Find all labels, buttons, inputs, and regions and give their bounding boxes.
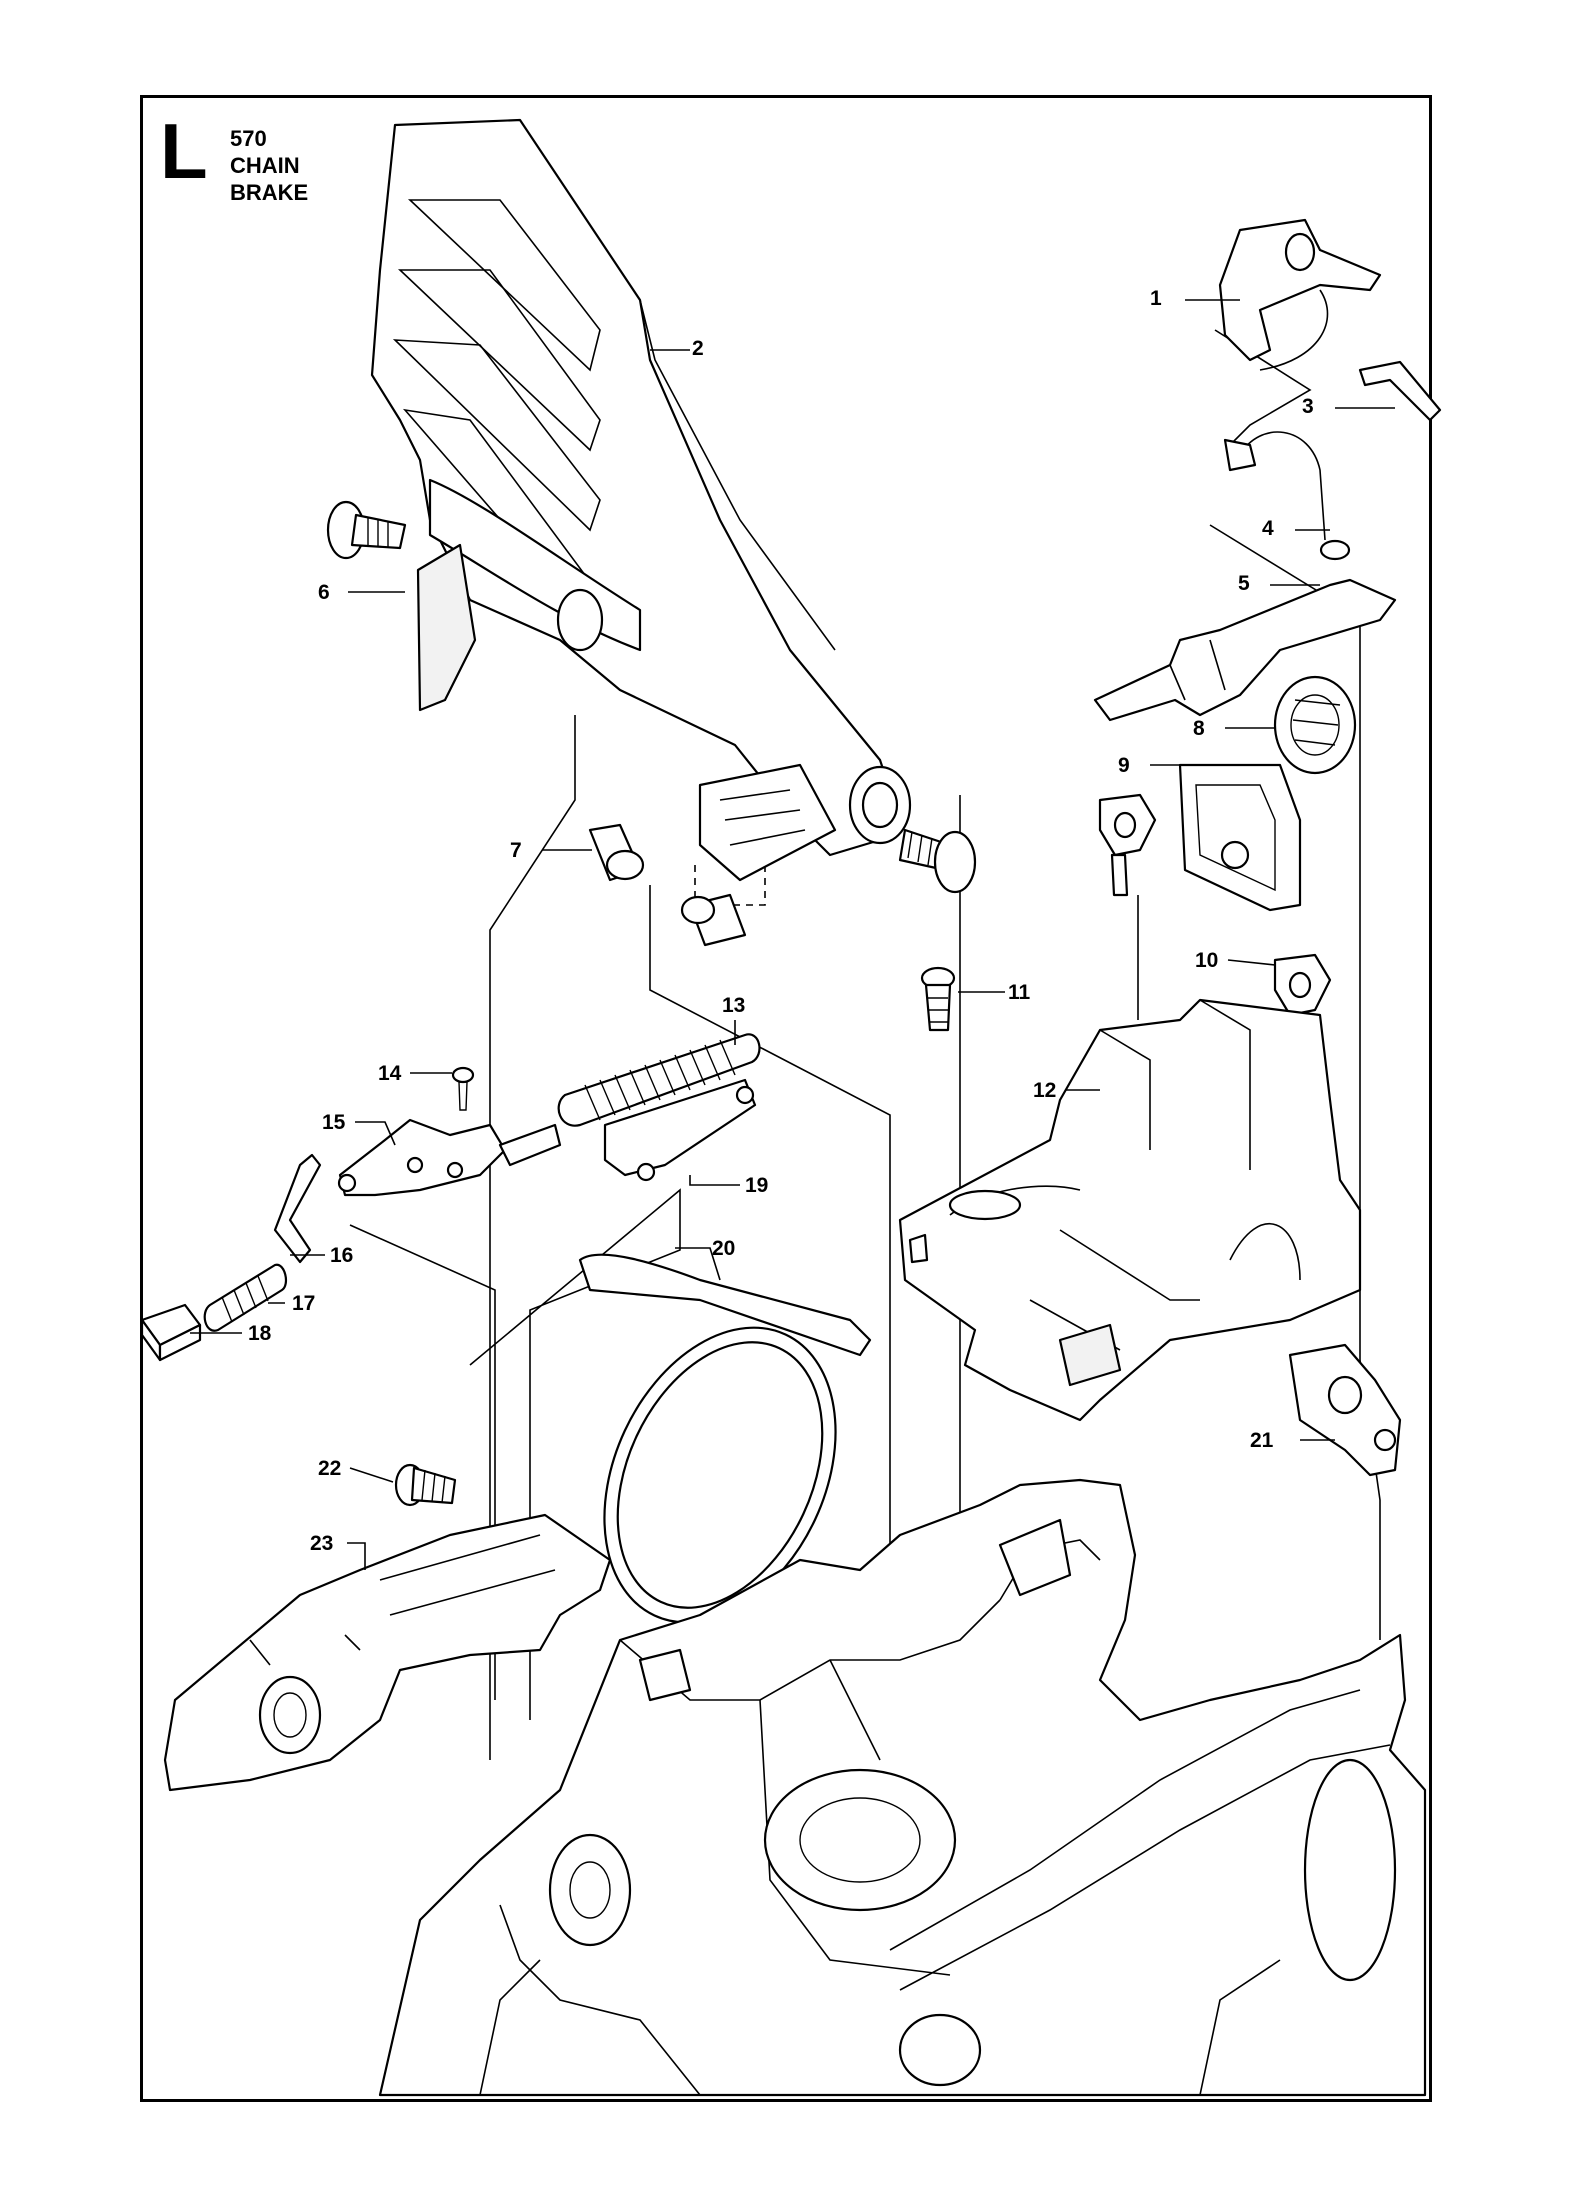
callout-17: 17 xyxy=(292,1292,316,1315)
grommet-left-part xyxy=(1098,793,1157,897)
callout-18: 18 xyxy=(248,1322,272,1345)
screw-14-part xyxy=(451,1066,475,1111)
callout-1: 1 xyxy=(1150,287,1162,310)
callout-10: 10 xyxy=(1195,949,1219,972)
leader-lines xyxy=(190,299,1395,1570)
callout-11: 11 xyxy=(1008,981,1031,1004)
clutch-cover-part xyxy=(163,1513,612,1792)
brake-band-part xyxy=(578,1253,872,1624)
spring-13-part xyxy=(557,1033,761,1127)
bracket-9-part xyxy=(1178,763,1302,912)
callout-14: 14 xyxy=(378,1062,402,1085)
callout-4: 4 xyxy=(1262,517,1274,540)
screw-right-part xyxy=(898,828,977,894)
callout-23: 23 xyxy=(310,1532,334,1555)
screw-6-part xyxy=(326,500,407,560)
spring-housing-part xyxy=(1273,675,1357,775)
callout-8: 8 xyxy=(1193,717,1205,740)
section-title-line-2: BRAKE xyxy=(230,180,309,205)
section-title-line-1: CHAIN xyxy=(230,153,300,178)
grommet-21-part xyxy=(1288,1343,1402,1477)
callout-22: 22 xyxy=(318,1457,342,1480)
spring-17-part xyxy=(203,1263,288,1332)
callout-6: 6 xyxy=(318,581,330,604)
crankcase-body-part xyxy=(378,1478,1427,2097)
bushing-7-part xyxy=(588,823,747,947)
callout-7: 7 xyxy=(510,839,522,862)
callout-3: 3 xyxy=(1302,395,1314,418)
callout-5: 5 xyxy=(1238,572,1250,595)
bolt-22-part xyxy=(394,1463,457,1507)
callout-12: 12 xyxy=(1033,1079,1057,1102)
hand-guard-part xyxy=(370,118,912,882)
callout-16: 16 xyxy=(330,1244,354,1267)
callout-20: 20 xyxy=(712,1237,736,1260)
callout-21: 21 xyxy=(1250,1429,1274,1452)
callout-9: 9 xyxy=(1118,754,1130,777)
shield-19-part xyxy=(603,1078,757,1182)
trigger-15-part xyxy=(337,1118,562,1197)
brake-housing-part xyxy=(898,998,1362,1422)
section-letter: L xyxy=(160,107,208,195)
callout-13: 13 xyxy=(722,994,746,1017)
model-number: 570 xyxy=(230,126,267,151)
lever-arm-part xyxy=(1093,578,1397,722)
lever-16-part xyxy=(273,1153,322,1264)
callout-15: 15 xyxy=(322,1111,346,1134)
spring-wire-part xyxy=(1223,431,1351,561)
callout-2: 2 xyxy=(692,337,704,360)
callout-19: 19 xyxy=(745,1174,769,1197)
screw-11-part xyxy=(920,966,956,1032)
brake-lever-part xyxy=(1218,218,1442,422)
